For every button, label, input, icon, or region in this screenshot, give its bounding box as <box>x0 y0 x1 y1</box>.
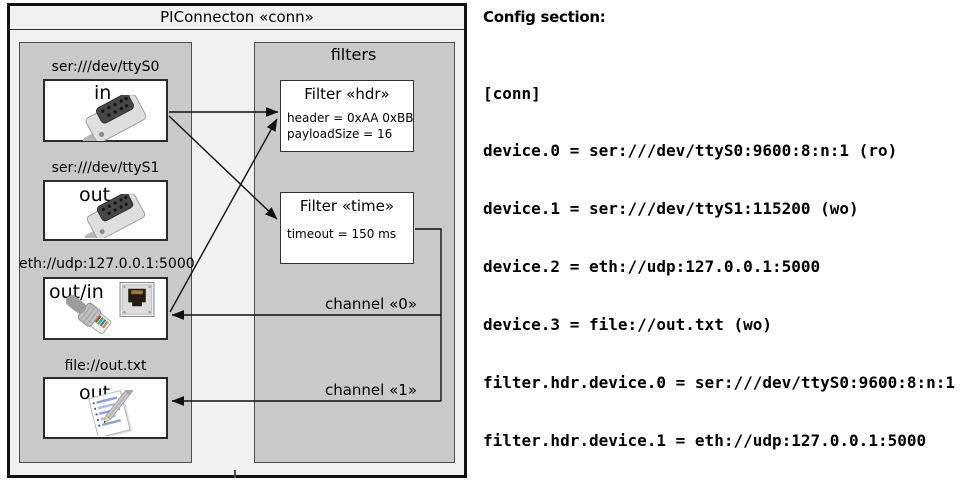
config-line: device.3 = file://out.txt (wo) <box>483 315 772 335</box>
ethernet-jack-icon <box>119 282 155 317</box>
serial-connector-icon <box>82 95 147 141</box>
border-seam <box>234 470 236 478</box>
device-box-ttyS0: in <box>43 79 168 142</box>
ethernet-cable-icon <box>65 295 112 335</box>
config-line: filter.hdr.device.0 = ser:///dev/ttyS0:9… <box>483 373 956 393</box>
filters-panel-title: filters <box>330 45 377 64</box>
filter-param: header = 0xAA 0xBB <box>287 111 414 125</box>
device-box-ttyS1: out <box>43 180 168 241</box>
filter-title: Filter «time» <box>299 197 395 215</box>
config-line: device.1 = ser:///dev/ttyS1:115200 (wo) <box>483 199 859 219</box>
config-panel: [conn] device.0 = ser:///dev/ttyS0:9600:… <box>483 45 964 484</box>
config-heading: Config section: <box>483 8 606 26</box>
serial-connector-icon <box>84 194 146 238</box>
device-direction-label: in <box>94 82 112 104</box>
device-uri-label: ser:///dev/ttyS0 <box>51 59 160 75</box>
diagram-title: PIConnecton «conn» <box>10 6 464 30</box>
device-uri-label: eth://udp:127.0.0.1:5000 <box>19 256 195 272</box>
filter-param: payloadSize = 16 <box>287 127 393 141</box>
filter-title: Filter «hdr» <box>304 85 390 103</box>
config-line: [conn] <box>483 83 541 103</box>
notepad-icon <box>88 390 134 436</box>
filter-card-time: Filter «time» timeout = 150 ms <box>280 192 414 264</box>
channel-1-label: channel «1» <box>324 381 417 399</box>
device-direction-label: out <box>79 184 111 206</box>
device-uri-label: ser:///dev/ttyS1 <box>51 160 160 176</box>
config-line: filter.hdr.device.1 = eth://udp:127.0.0.… <box>483 430 927 450</box>
channel-0-label: channel «0» <box>324 295 417 313</box>
filter-card-hdr: Filter «hdr» header = 0xAA 0xBB payloadS… <box>280 80 414 152</box>
device-direction-label: out/in <box>49 281 104 303</box>
config-line: device.0 = ser:///dev/ttyS0:9600:8:n:1 (… <box>483 141 898 161</box>
device-box-eth: out/in <box>43 277 168 340</box>
device-box-file: out <box>43 377 168 439</box>
device-uri-label: file://out.txt <box>64 358 147 374</box>
filter-param: timeout = 150 ms <box>287 227 397 241</box>
config-line: device.2 = eth://udp:127.0.0.1:5000 <box>483 257 821 277</box>
